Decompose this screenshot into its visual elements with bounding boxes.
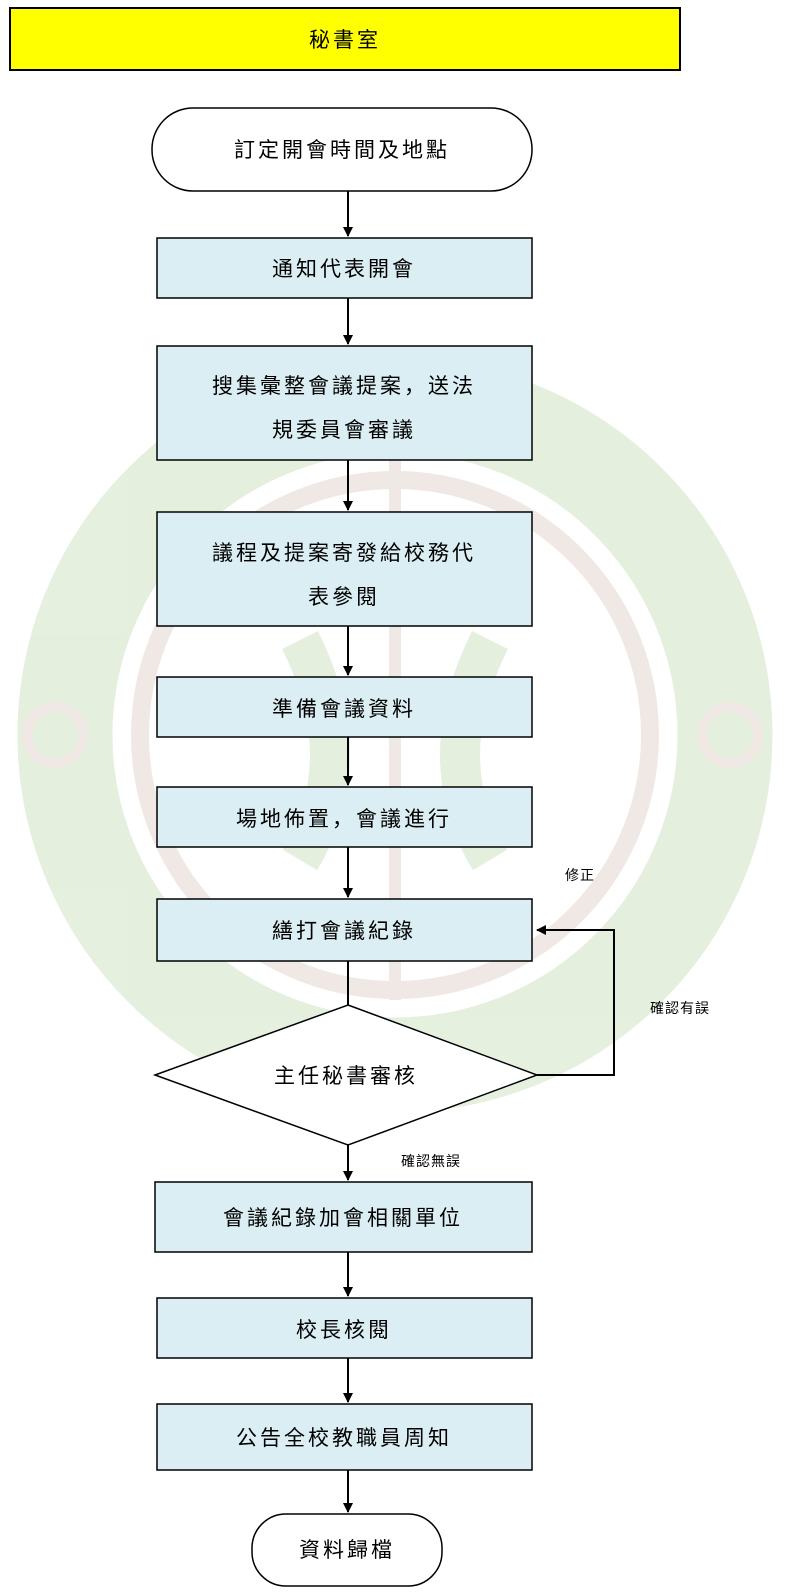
- edge-label-error: 確認有誤: [650, 1001, 710, 1017]
- process-prepare-materials: 準備會議資料: [156, 676, 533, 738]
- process-send-agenda: 議程及提案寄發給校務代 表參閱: [156, 511, 533, 627]
- process-president-review: 校長核閱: [156, 1297, 533, 1359]
- header-box: 秘書室: [9, 7, 681, 71]
- review-label: 主任秘書審核: [274, 1064, 418, 1088]
- collect-label-line2: 規委員會審議: [272, 418, 416, 442]
- process-type-minutes: 繕打會議紀錄: [156, 898, 533, 962]
- send-label-line2: 表參閱: [308, 585, 380, 609]
- cosign-label: 會議紀錄加會相關單位: [223, 1206, 463, 1230]
- start-label: 訂定開會時間及地點: [234, 138, 450, 162]
- end-terminator: 資料歸檔: [251, 1513, 443, 1587]
- minutes-label: 繕打會議紀錄: [272, 919, 416, 943]
- start-terminator: 訂定開會時間及地點: [151, 107, 533, 192]
- archive-label: 資料歸檔: [299, 1538, 395, 1562]
- announce-label: 公告全校教職員周知: [236, 1426, 452, 1450]
- process-announce: 公告全校教職員周知: [156, 1403, 533, 1471]
- header-title: 秘書室: [309, 28, 381, 52]
- prepare-label: 準備會議資料: [272, 697, 416, 721]
- process-cosign-units: 會議紀錄加會相關單位: [154, 1181, 533, 1253]
- president-label: 校長核閱: [296, 1318, 392, 1342]
- process-collect-proposals: 搜集彙整會議提案，送法 規委員會審議: [156, 345, 533, 461]
- process-notify: 通知代表開會: [156, 237, 533, 299]
- edge-label-revise: 修正: [565, 868, 595, 884]
- process-venue-meeting: 場地佈置，會議進行: [156, 786, 533, 848]
- edge-label-correct: 確認無誤: [401, 1154, 461, 1170]
- arrow-review-error-loop: [536, 925, 615, 1076]
- venue-label: 場地佈置，會議進行: [236, 807, 452, 831]
- notify-label: 通知代表開會: [272, 257, 416, 281]
- send-label-line1: 議程及提案寄發給校務代: [212, 541, 476, 565]
- collect-label-line1: 搜集彙整會議提案，送法: [212, 374, 476, 398]
- decision-review: 主任秘書審核: [152, 1004, 540, 1146]
